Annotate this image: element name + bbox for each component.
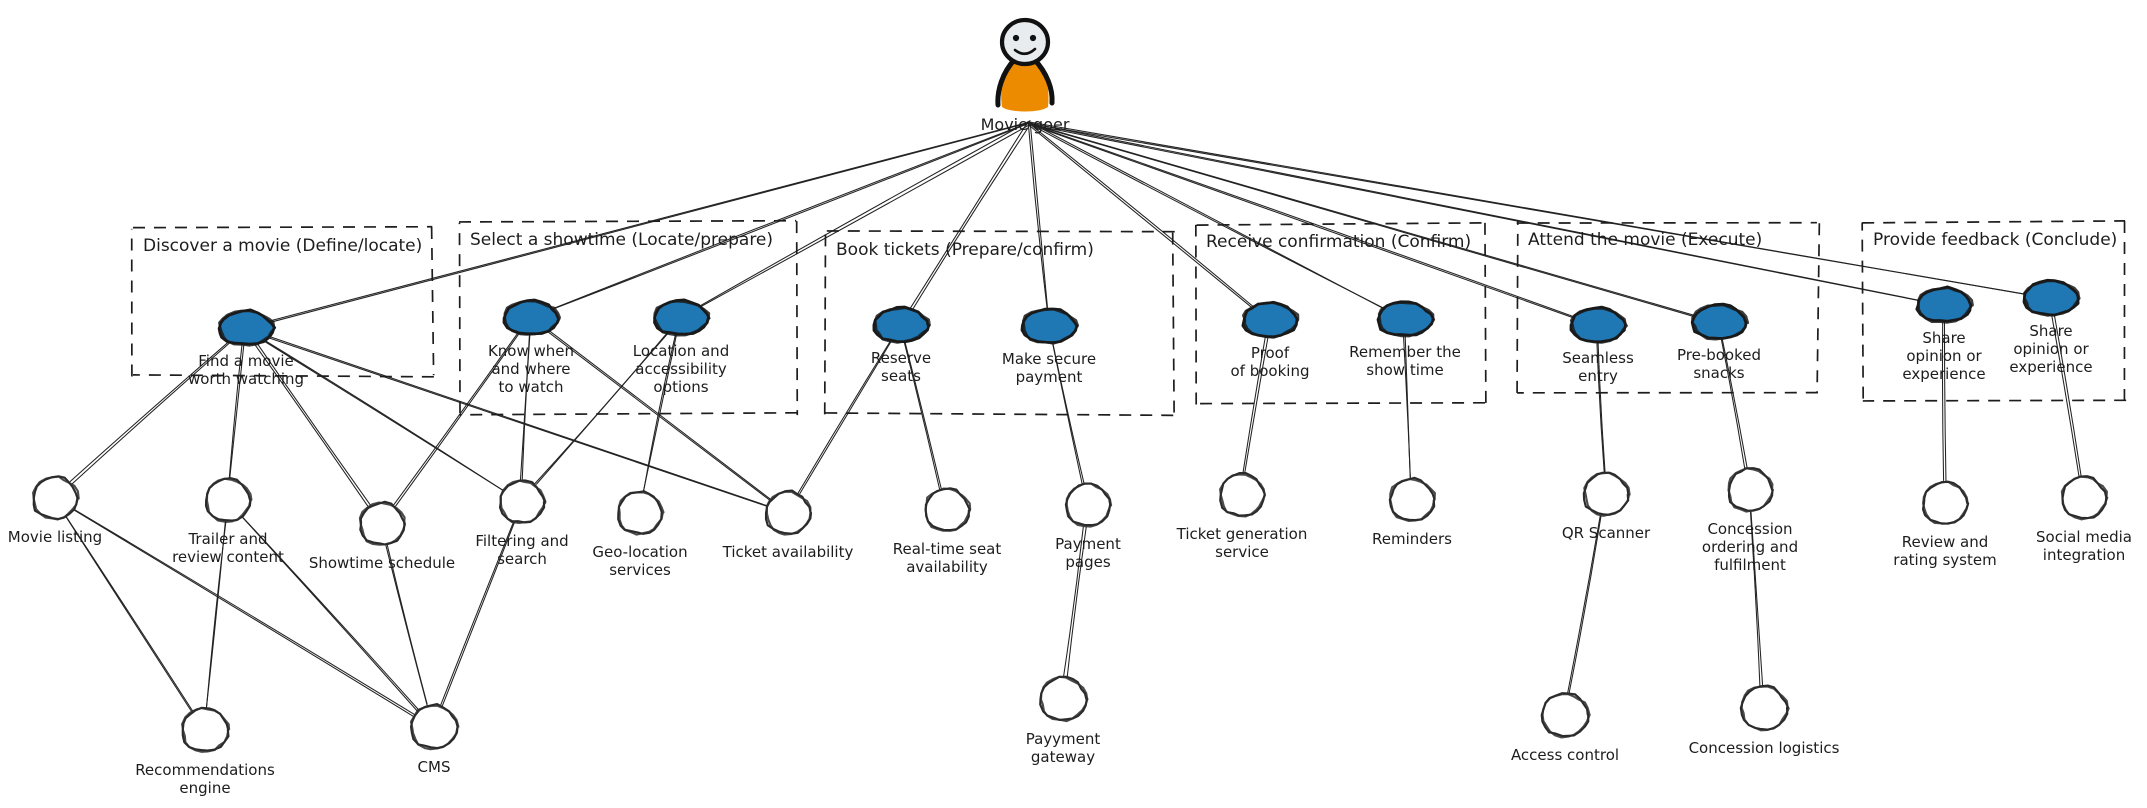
actor-eye-right xyxy=(1029,34,1037,42)
use-case-u9[interactable] xyxy=(1690,302,1750,341)
node-layer xyxy=(32,278,2109,753)
component-c2[interactable] xyxy=(204,477,253,523)
actor-head xyxy=(999,17,1051,67)
component-c14[interactable] xyxy=(2060,475,2109,521)
actor-smile xyxy=(1013,47,1037,56)
edge-layer xyxy=(65,120,2082,718)
actor-figure[interactable] xyxy=(995,17,1055,112)
group-label-g5: Attend the movie (Execute) xyxy=(1528,230,1763,250)
use-case-u6[interactable] xyxy=(1241,300,1300,339)
component-c8[interactable] xyxy=(1064,482,1113,528)
component-l1[interactable] xyxy=(181,706,231,753)
component-c10[interactable] xyxy=(1388,476,1436,522)
component-c9[interactable] xyxy=(1219,471,1266,518)
use-case-u5[interactable] xyxy=(1020,307,1079,345)
use-case-u8[interactable] xyxy=(1569,305,1628,344)
component-c13[interactable] xyxy=(1921,480,1970,525)
group-label-g6: Provide feedback (Conclude) xyxy=(1873,230,2118,250)
component-l4[interactable] xyxy=(1540,692,1591,739)
use-case-u11[interactable] xyxy=(2022,278,2081,317)
group-box-layer xyxy=(130,219,2127,417)
component-c4[interactable] xyxy=(498,479,547,525)
component-c5[interactable] xyxy=(617,490,665,536)
use-case-u10[interactable] xyxy=(1915,285,1974,324)
component-l2[interactable] xyxy=(409,702,460,751)
component-l5[interactable] xyxy=(1739,684,1790,732)
use-case-u2[interactable] xyxy=(502,298,561,336)
actor-eye-left xyxy=(1012,34,1020,42)
component-c7[interactable] xyxy=(924,487,972,532)
group-label-g3: Book tickets (Prepare/confirm) xyxy=(836,240,1094,260)
component-c6[interactable] xyxy=(764,489,813,536)
component-c1[interactable] xyxy=(32,475,80,521)
use-case-u1[interactable] xyxy=(217,308,277,347)
use-case-u3[interactable] xyxy=(653,298,711,337)
component-c3[interactable] xyxy=(358,500,406,546)
component-c11[interactable] xyxy=(1582,471,1631,517)
group-label-g1: Discover a movie (Define/locate) xyxy=(143,236,423,256)
group-label-g4: Receive confirmation (Confirm) xyxy=(1206,232,1472,252)
component-l3[interactable] xyxy=(1039,675,1089,723)
use-case-u4[interactable] xyxy=(872,305,931,344)
actor-layer xyxy=(995,17,1055,112)
actor-label: Movie goer xyxy=(980,115,1070,134)
group-label-g2: Select a showtime (Locate/prepare) xyxy=(470,230,774,250)
component-c12[interactable] xyxy=(1727,467,1774,513)
use-case-u7[interactable] xyxy=(1376,300,1436,338)
